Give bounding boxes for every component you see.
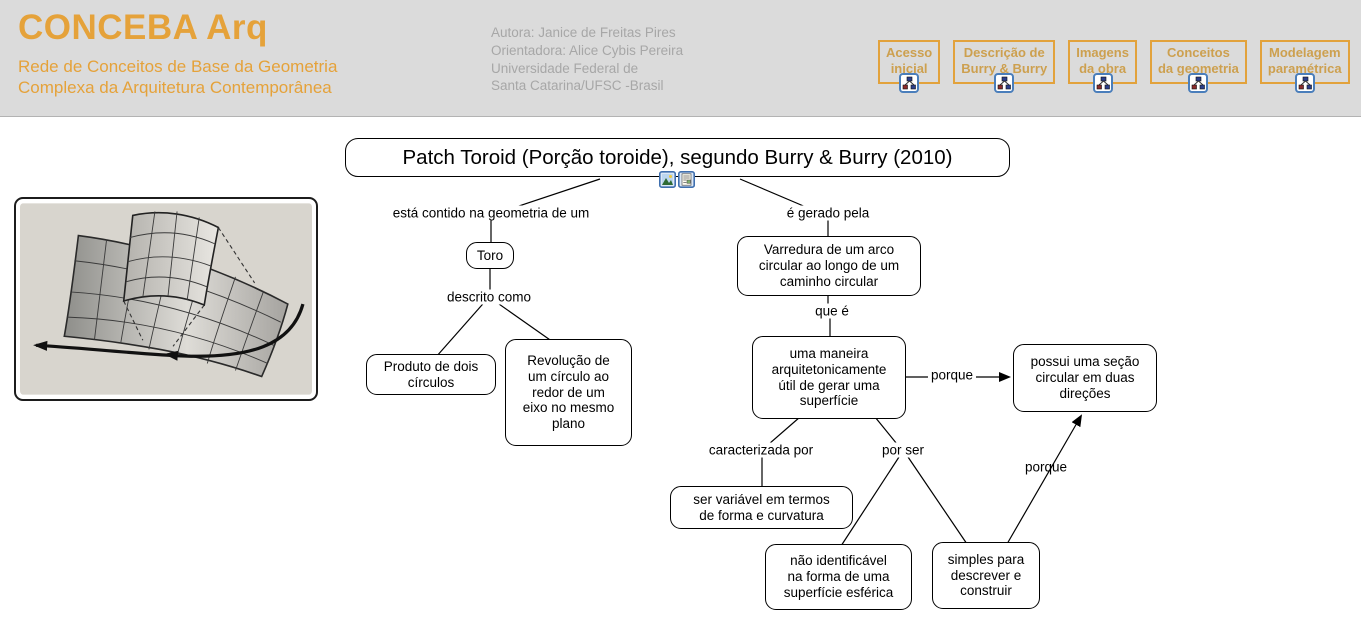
- nav-button-label: Acesso inicial: [886, 45, 933, 76]
- logo-subtitle: Rede de Conceitos de Base da Geometria C…: [18, 57, 338, 97]
- link-label-que-e: que é: [812, 303, 852, 319]
- nav-button-label: Modelagem paramétrica: [1267, 45, 1342, 76]
- node-varredura: Varredura de um arco circular ao longo d…: [737, 236, 921, 296]
- link-label-porque-right: porque: [927, 367, 977, 383]
- credits-line: Santa Catarina/UFSC -Brasil: [491, 78, 664, 94]
- node-secao-circular: possui uma seção circular em duas direçõ…: [1013, 344, 1157, 412]
- link-label-e-gerado-pela: é gerado pela: [783, 205, 873, 221]
- node-toro: Toro: [466, 242, 514, 269]
- concept-map-canvas: Patch Toroid (Porção toroide), segundo B…: [0, 117, 1361, 616]
- credits-line: Autora: Janice de Freitas Pires: [491, 25, 676, 40]
- header-bar: CONCEBA Arq Rede de Conceitos de Base da…: [0, 0, 1361, 117]
- nav-button-imagens-obra[interactable]: Imagens da obra: [1068, 40, 1137, 94]
- map-title-node: Patch Toroid (Porção toroide), segundo B…: [345, 138, 1010, 177]
- node-maneira-util: uma maneira arquitetonicamente útil de g…: [752, 336, 906, 419]
- nav-button-acesso-inicial[interactable]: Acesso inicial: [878, 40, 941, 94]
- node-produto-circulos: Produto de dois círculos: [366, 354, 496, 395]
- cmap-icon[interactable]: [994, 73, 1015, 94]
- node-simples: simples para descrever e construir: [932, 542, 1040, 609]
- toroid-patch-figure: [14, 197, 318, 401]
- link-label-por-ser: por ser: [878, 442, 928, 458]
- article-icon[interactable]: [678, 171, 695, 188]
- nav-button-conceitos-geometria[interactable]: Conceitos da geometria: [1149, 40, 1247, 94]
- logo-title: CONCEBA Arq: [18, 8, 268, 47]
- credits-line: Universidade Federal de: [491, 60, 639, 76]
- cmap-icon[interactable]: [1294, 73, 1315, 94]
- cmap-icon[interactable]: [1092, 73, 1113, 94]
- credits-line: Orientadora: Alice Cybis Pereira: [491, 42, 684, 58]
- node-nao-identificavel: não identificável na forma de uma superf…: [765, 544, 912, 610]
- nav-button-descricao-burry[interactable]: Descrição de Burry & Burry: [953, 40, 1056, 94]
- map-title: Patch Toroid (Porção toroide), segundo B…: [402, 145, 953, 169]
- link-label-caracterizada: caracterizada por: [705, 442, 817, 458]
- logo: CONCEBA Arq Rede de Conceitos de Base da…: [18, 8, 337, 98]
- link-label-porque-up: porque: [1024, 459, 1068, 475]
- cmap-icon[interactable]: [1188, 73, 1209, 94]
- nav-button-label: Imagens da obra: [1076, 45, 1129, 76]
- toroid-patch-illustration: [20, 203, 312, 395]
- node-revolucao: Revolução de um círculo ao redor de um e…: [505, 339, 632, 446]
- image-icon[interactable]: [659, 171, 676, 188]
- nav-buttons: Acesso inicial Descrição de Burry & Burr…: [878, 40, 1350, 94]
- nav-button-label: Descrição de Burry & Burry: [961, 45, 1048, 76]
- cmap-icon[interactable]: [899, 73, 920, 94]
- nav-button-label: Conceitos da geometria: [1157, 45, 1239, 76]
- link-label-esta-contido: está contido na geometria de um: [389, 205, 593, 221]
- node-ser-variavel: ser variável em termos de forma e curvat…: [670, 486, 853, 529]
- title-resource-icons: [659, 171, 695, 188]
- nav-button-modelagem-parametrica[interactable]: Modelagem paramétrica: [1259, 40, 1350, 94]
- link-label-descrito-como: descrito como: [443, 289, 535, 305]
- credits-block: Autora: Janice de Freitas Pires Orientad…: [491, 24, 683, 95]
